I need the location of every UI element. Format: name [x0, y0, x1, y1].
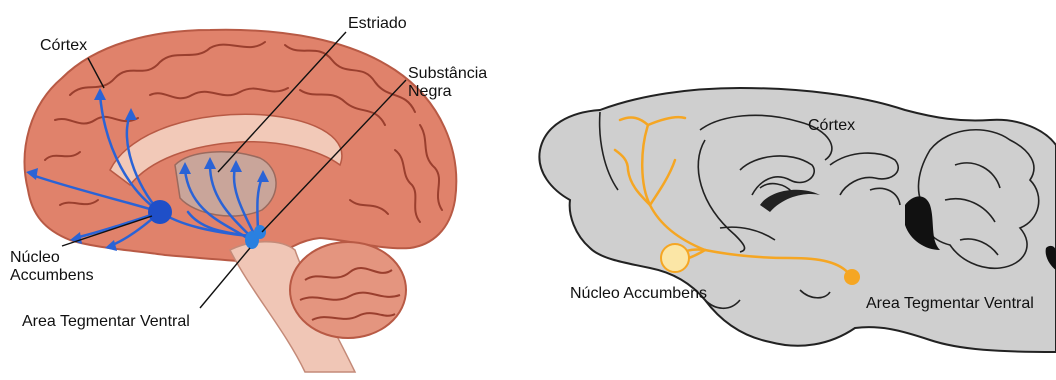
label-human-accumbens-2: Accumbens	[10, 267, 94, 284]
human-cerebellum	[290, 242, 406, 338]
rat-accumbens-marker	[661, 244, 689, 272]
label-human-cortex: Córtex	[40, 37, 87, 54]
label-human-accumbens-1: Núcleo	[10, 249, 60, 266]
label-human-substantia-nigra-1: Substância	[408, 65, 487, 82]
label-human-substantia-nigra-2: Negra	[408, 83, 452, 100]
human-accumbens-marker	[148, 200, 172, 224]
rat-vta-marker	[844, 269, 860, 285]
label-human-vta: Area Tegmentar Ventral	[22, 313, 190, 330]
label-human-striatum: Estriado	[348, 15, 407, 32]
human-brain-illustration: Córtex Estriado Substância Negra Núcleo …	[10, 15, 487, 372]
label-rat-vta: Area Tegmentar Ventral	[866, 295, 1034, 312]
rat-brain-illustration: Córtex Núcleo Accumbens Area Tegmentar V…	[539, 88, 1056, 352]
human-sn-marker	[254, 225, 266, 239]
label-rat-accumbens: Núcleo Accumbens	[570, 285, 707, 302]
label-rat-cortex: Córtex	[808, 117, 855, 134]
